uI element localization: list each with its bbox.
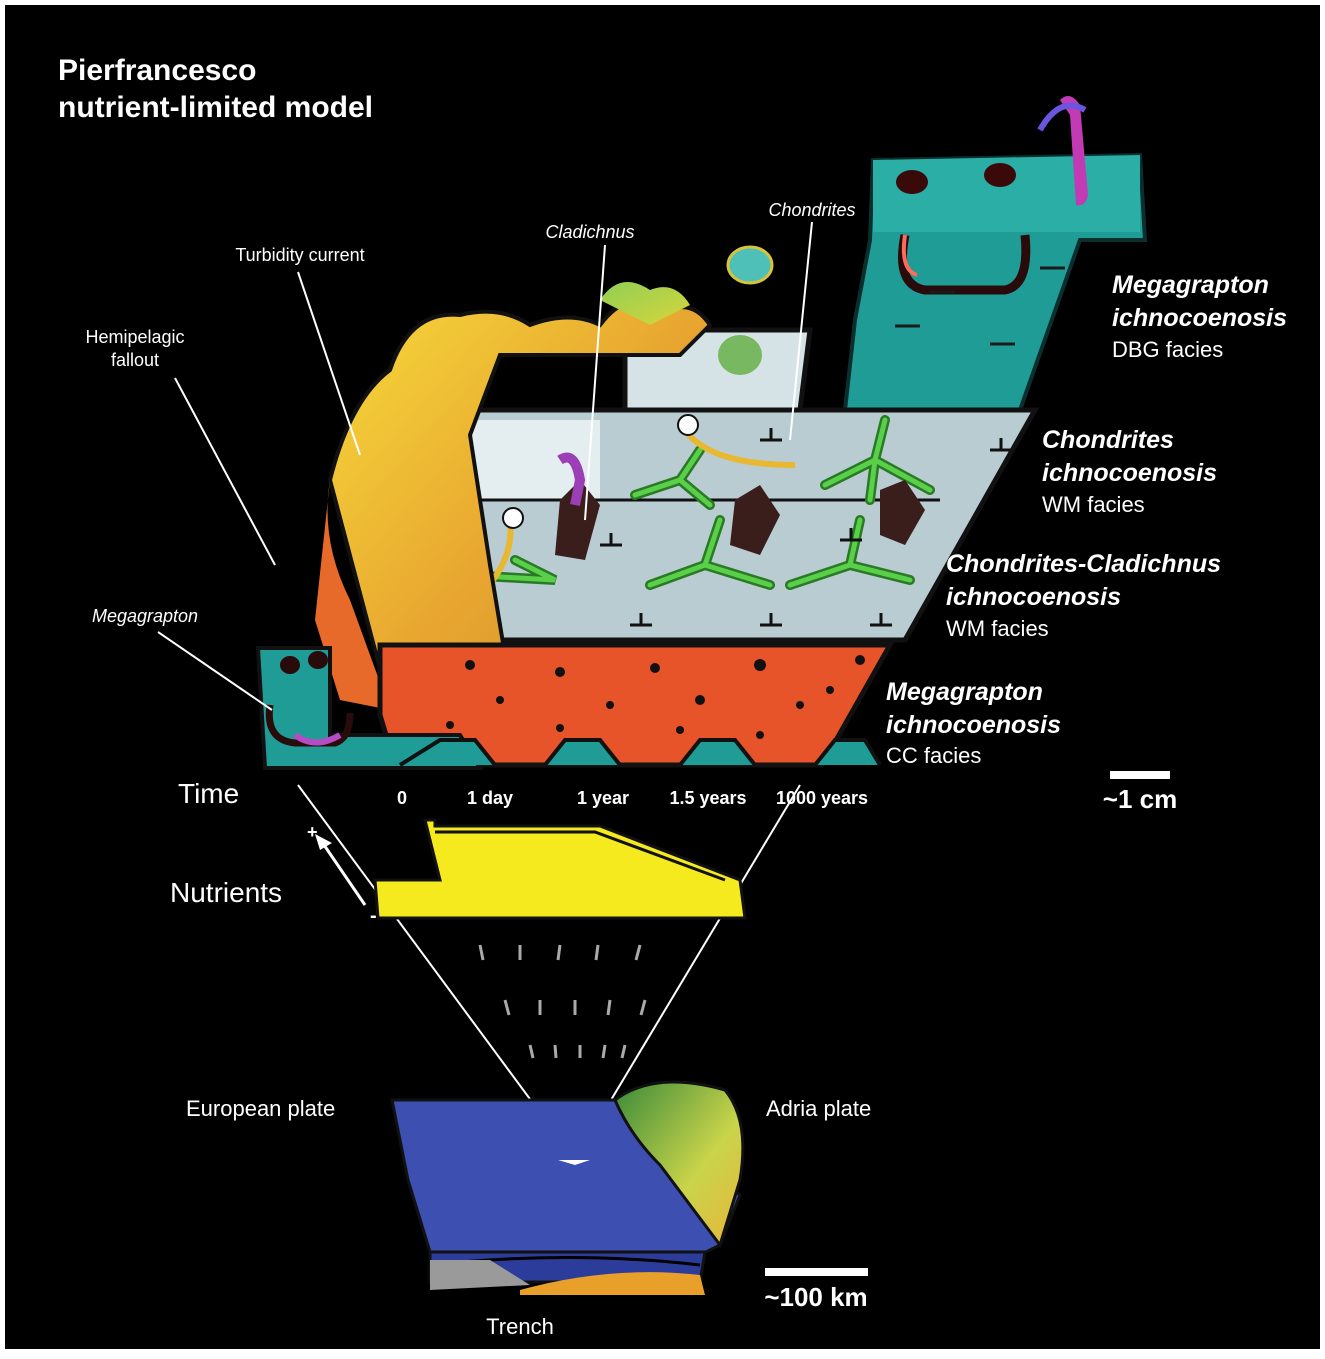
time-tick: 1.5 years	[669, 788, 746, 808]
facies-label-sub: ichnocoenosis	[886, 711, 1061, 739]
adria-plate-label: Adria plate	[766, 1096, 871, 1121]
facies-label-name: Chondrites	[1042, 426, 1174, 454]
nutrient-curve-line	[435, 830, 726, 882]
chondrites-traces-light	[462, 417, 933, 588]
facies-label-sub: ichnocoenosis	[1042, 459, 1217, 487]
megagrapton-organism	[1037, 102, 1087, 132]
burrow-hole	[308, 651, 328, 669]
facies-label-facies: WM facies	[946, 616, 1049, 641]
burrow-opening	[502, 507, 524, 529]
cone-lines	[297, 784, 801, 1161]
time-tick: 1 year	[577, 788, 629, 808]
facies-label-sub: ichnocoenosis	[946, 583, 1121, 611]
trench-sediment	[520, 1272, 705, 1295]
cone-rays	[478, 944, 647, 1059]
facies-label-name: Megagrapton	[886, 678, 1043, 706]
facies-label-name: Chondrites-Cladichnus	[946, 550, 1221, 578]
facies-label-name: Megagrapton	[1112, 271, 1269, 299]
burrow-hole	[984, 163, 1016, 187]
european-plate-label: European plate	[186, 1096, 335, 1121]
scale-label-small: ~1 cm	[1103, 784, 1177, 814]
turbidity-orange-edge	[315, 480, 390, 710]
turbidity-cloud	[726, 245, 774, 285]
diagram-title-line2: nutrient-limited model	[58, 91, 373, 124]
megagrapton-trace	[898, 234, 1031, 295]
turbidity-blob	[718, 335, 762, 375]
dbg-top-surface	[873, 155, 1140, 232]
time-tick: 1 day	[467, 788, 513, 808]
zoophycos-trace	[682, 428, 796, 468]
nutrients-label: Nutrients	[170, 877, 282, 908]
cladichnus-organism	[557, 452, 586, 506]
turbidity-green-cap	[600, 282, 690, 325]
facies-label-facies: DBG facies	[1112, 337, 1223, 362]
nutrient-arrow-head	[315, 834, 332, 850]
callout-chondrites: Chondrites	[768, 200, 855, 220]
nutrients-plus: +	[307, 822, 318, 842]
cc-dots	[446, 655, 865, 739]
adria-plate	[613, 1080, 745, 1249]
time-tick: 0	[397, 788, 407, 808]
scale-label-large: ~100 km	[764, 1282, 867, 1312]
cc-sole-marks	[398, 738, 882, 767]
nutrients-minus: -	[370, 905, 377, 927]
megagrapton-trace	[901, 234, 918, 277]
callout-hemipelagic-2: fallout	[111, 350, 159, 370]
callout-turbidity: Turbidity current	[235, 245, 364, 265]
cone-apex	[558, 1160, 590, 1165]
burrow-opening	[677, 414, 699, 436]
time-tick: 1000 years	[776, 788, 868, 808]
burrow-hole	[896, 170, 928, 194]
callout-megagrapton: Megagrapton	[92, 606, 198, 626]
callout-lines	[157, 221, 813, 711]
turbidity-deposit	[327, 300, 713, 748]
cc-teal-base	[255, 646, 484, 770]
diagram-title-line1: Pierfrancesco	[58, 54, 256, 87]
burrow-hole	[280, 656, 300, 674]
trench-label: Trench	[486, 1314, 554, 1339]
callout-cladichnus: Cladichnus	[545, 222, 634, 242]
dbg-dashes	[895, 266, 1065, 346]
facies-label-facies: CC facies	[886, 743, 981, 768]
nutrient-curve	[373, 818, 747, 920]
callout-hemipelagic: Hemipelagic	[85, 327, 184, 347]
megagrapton-trace	[293, 732, 342, 746]
megagrapton-organism	[1060, 96, 1088, 206]
facies-label-facies: WM facies	[1042, 492, 1145, 517]
time-axis-label: Time	[178, 778, 239, 809]
nutrient-arrow	[320, 841, 367, 906]
cladichnus-traces	[555, 480, 925, 560]
trench-sediment	[430, 1260, 530, 1290]
facies-label-sub: ichnocoenosis	[1112, 304, 1287, 332]
